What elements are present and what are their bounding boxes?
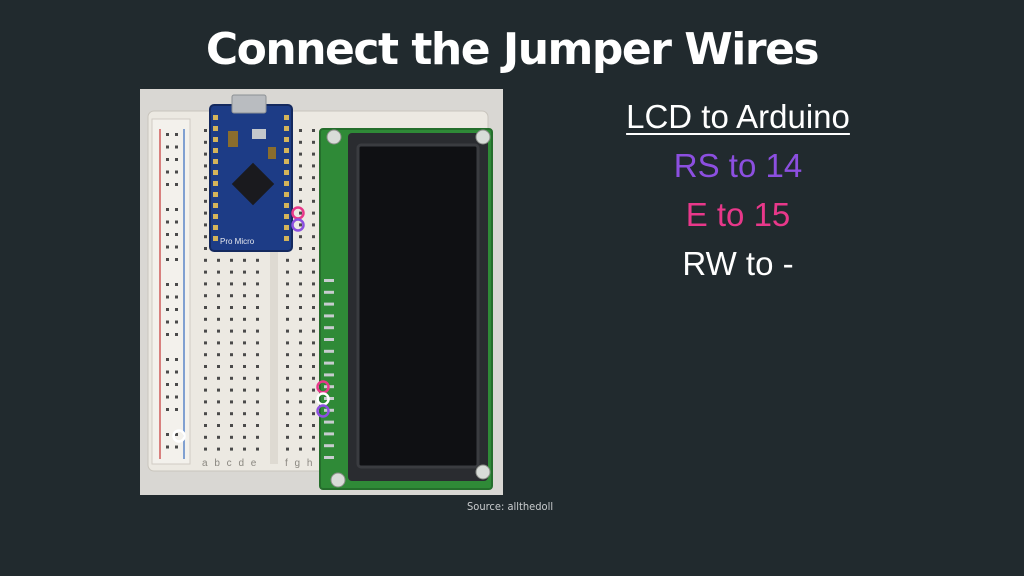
wiring-e: E to 15 [685, 196, 791, 233]
image-source: Source: allthedoll [467, 500, 554, 513]
arduino-pro-micro: Pro Micro [209, 94, 293, 252]
board-label: Pro Micro [220, 237, 255, 246]
rs-marker-lcd [316, 404, 330, 418]
wiring-rs: RS to 14 [673, 147, 803, 184]
wire-markers [172, 206, 330, 443]
ground-marker [172, 429, 186, 443]
column-labels-left: a b c d e [202, 458, 258, 469]
slide-title: Connect the Jumper Wires [205, 24, 820, 75]
column-labels-right: f g h i j [285, 458, 332, 469]
wiring-heading: LCD to Arduino [626, 98, 850, 135]
wiring-list: LCD to Arduino RS to 14 E to 15 RW to - [560, 92, 916, 288]
wiring-rw: RW to - [682, 245, 794, 282]
breadboard-photo: a b c d e f g h i j Pro Micro [140, 89, 503, 495]
lcd-module [319, 128, 493, 490]
rs-marker-arduino [291, 218, 305, 232]
